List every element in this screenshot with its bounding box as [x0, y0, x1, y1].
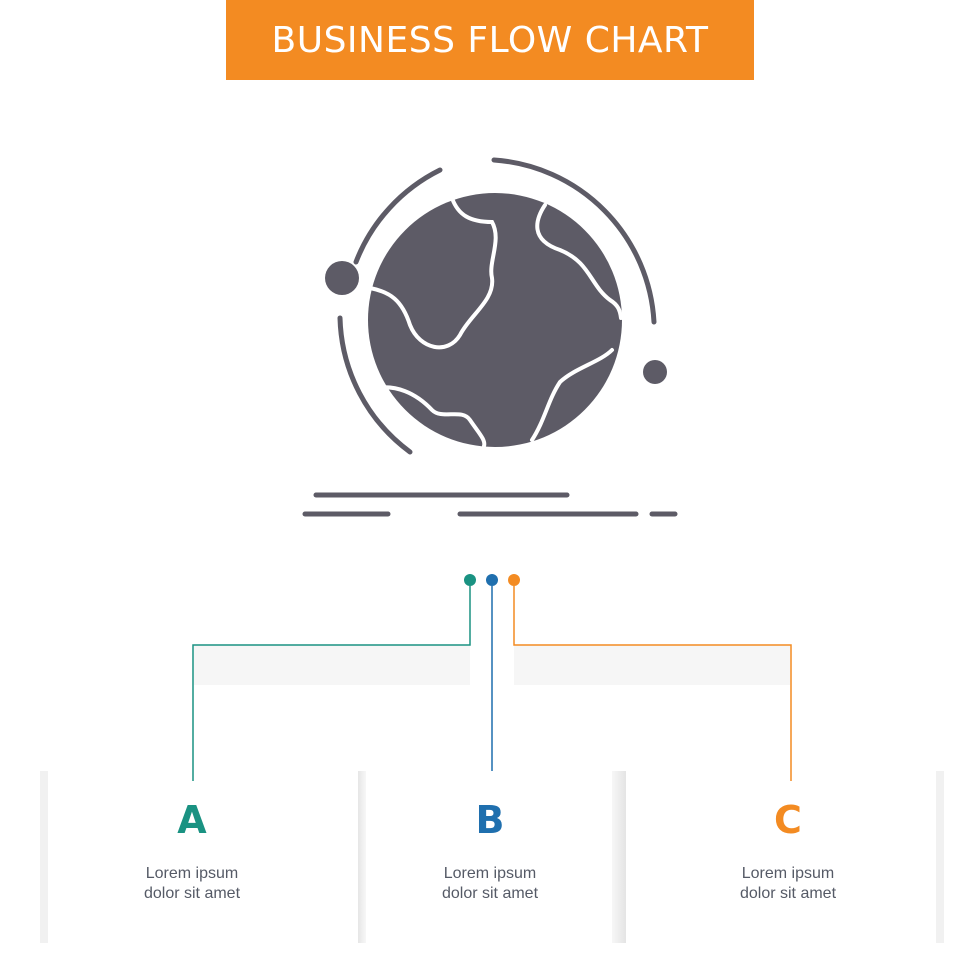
step-letter-b: B — [475, 798, 505, 842]
card-divider — [358, 771, 366, 943]
globe-orbit-icon — [302, 157, 678, 517]
step-card-c — [626, 771, 936, 943]
title-banner: BUSINESS FLOW CHART — [226, 0, 754, 80]
step-letter-c: C — [774, 798, 802, 842]
connector-b — [486, 574, 498, 771]
step-text-line: Lorem ipsum — [443, 865, 537, 882]
step-text-line: dolor sit amet — [739, 885, 837, 902]
connector-shadow — [514, 645, 790, 685]
step-text-c: Lorem ipsum dolor sit amet — [688, 864, 888, 904]
step-card-b — [366, 771, 612, 943]
step-text-line: dolor sit amet — [441, 885, 539, 902]
connector-a — [192, 574, 476, 781]
step-card-a — [48, 771, 358, 943]
card-divider — [612, 771, 626, 943]
step-text-line: Lorem ipsum — [741, 865, 835, 882]
connector-c — [508, 574, 792, 781]
page-title: BUSINESS FLOW CHART — [271, 19, 709, 61]
step-text-a: Lorem ipsum dolor sit amet — [92, 864, 292, 904]
step-text-line: dolor sit amet — [143, 885, 241, 902]
step-letter-a: A — [177, 798, 207, 842]
step-text-line: Lorem ipsum — [145, 865, 239, 882]
connector-shadow — [194, 645, 470, 685]
step-text-b: Lorem ipsum dolor sit amet — [390, 864, 590, 904]
